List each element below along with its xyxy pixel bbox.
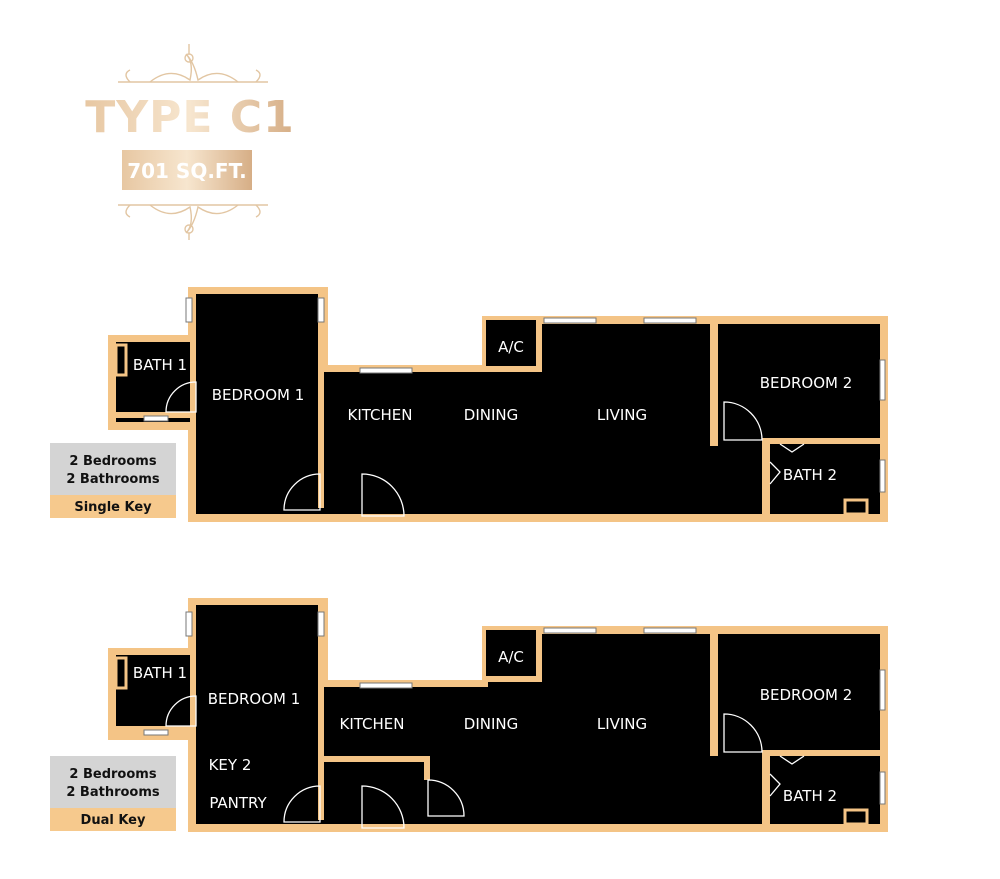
door-swing-icon — [779, 443, 805, 453]
bath1-tub-icon — [114, 656, 128, 690]
legend-key-box — [50, 808, 176, 831]
type-badge: TYPE C1 701 SQ.FT. — [85, 44, 294, 240]
door-swing-icon — [723, 713, 763, 753]
doors — [165, 381, 805, 517]
room-ac: A/C — [498, 338, 524, 356]
window-icon — [643, 317, 697, 324]
door-swing-icon — [165, 381, 197, 413]
room-dining: DINING — [464, 406, 518, 424]
window-icon — [185, 611, 193, 637]
room-living: LIVING — [597, 406, 647, 424]
legend-grey-box — [50, 756, 176, 808]
plan-dual-key: 2 Bedrooms 2 Bathrooms Dual Key — [50, 598, 888, 832]
door-swing-icon — [283, 785, 321, 823]
room-bedroom2: BEDROOM 2 — [760, 374, 853, 392]
room-kitchen: KITCHEN — [340, 715, 405, 733]
floor-area — [116, 294, 880, 514]
door-swing-icon — [779, 755, 805, 765]
door-swing-icon — [723, 401, 763, 441]
legend-dual: 2 Bedrooms 2 Bathrooms Dual Key — [50, 756, 176, 831]
window-icon — [879, 459, 886, 493]
legend-grey-box — [50, 443, 176, 495]
legend-key-box — [50, 495, 176, 518]
window-icon — [317, 611, 325, 637]
room-bedroom1: BEDROOM 1 — [208, 690, 301, 708]
room-labels: A/C BATH 1 BEDROOM 1 KITCHEN DINING LIVI… — [133, 316, 853, 484]
size-plate — [122, 150, 252, 190]
door-swing-icon — [769, 461, 781, 485]
top-ornament-icon — [118, 44, 268, 83]
plan-single-key: 2 Bedrooms 2 Bathrooms Single Key — [50, 287, 888, 522]
unit-type-title: TYPE C1 — [85, 92, 294, 143]
door-swing-icon — [427, 779, 465, 817]
window-icon — [359, 367, 413, 374]
window-icon — [143, 729, 169, 736]
window-icon — [879, 359, 886, 401]
bottom-ornament-icon — [118, 204, 268, 240]
legend-bathrooms: 2 Bathrooms — [66, 785, 160, 800]
door-swing-icon — [769, 773, 781, 797]
window-icon — [879, 669, 886, 711]
door-swing-icon — [283, 473, 321, 511]
floor-area — [116, 605, 880, 824]
main-door-icon — [361, 785, 405, 829]
window-icon — [643, 627, 697, 634]
room-bedroom1: BEDROOM 1 — [212, 386, 305, 404]
window-icon — [359, 682, 413, 689]
room-living: LIVING — [597, 715, 647, 733]
window-icon — [143, 415, 169, 422]
bath2-tub-icon — [843, 498, 869, 516]
window-icon — [185, 297, 193, 323]
unit-size: 701 SQ.FT. — [127, 159, 247, 183]
bath2-tub-icon — [843, 808, 869, 826]
door-swing-icon — [165, 695, 197, 727]
window-icon — [543, 627, 597, 634]
room-bath2: BATH 2 — [783, 466, 837, 484]
legend-bedrooms: 2 Bedrooms — [69, 454, 156, 469]
room-bath2: BATH 2 — [783, 787, 837, 805]
ac-ledge — [482, 626, 540, 680]
window-icon — [317, 297, 325, 323]
legend-key-type: Dual Key — [81, 813, 146, 828]
legend-bathrooms: 2 Bathrooms — [66, 472, 160, 487]
legend-single: 2 Bedrooms 2 Bathrooms Single Key — [50, 443, 176, 518]
ac-ledge — [482, 316, 540, 370]
main-door-icon — [361, 473, 405, 517]
room-bath1: BATH 1 — [133, 356, 187, 374]
bath1-tub-icon — [114, 343, 128, 377]
window-icon — [543, 317, 597, 324]
doors — [165, 695, 805, 829]
room-key2: KEY 2 — [209, 756, 252, 774]
legend-bedrooms: 2 Bedrooms — [69, 767, 156, 782]
room-pantry: PANTRY — [209, 794, 267, 812]
room-ac: A/C — [498, 648, 524, 666]
legend-key-type: Single Key — [74, 500, 152, 515]
room-labels: A/C BATH 1 BEDROOM 1 KEY 2 PANTRY KITCHE… — [133, 626, 853, 812]
room-dining: DINING — [464, 715, 518, 733]
room-kitchen: KITCHEN — [348, 406, 413, 424]
room-bedroom2: BEDROOM 2 — [760, 686, 853, 704]
window-icon — [879, 771, 886, 805]
room-bath1: BATH 1 — [133, 664, 187, 682]
